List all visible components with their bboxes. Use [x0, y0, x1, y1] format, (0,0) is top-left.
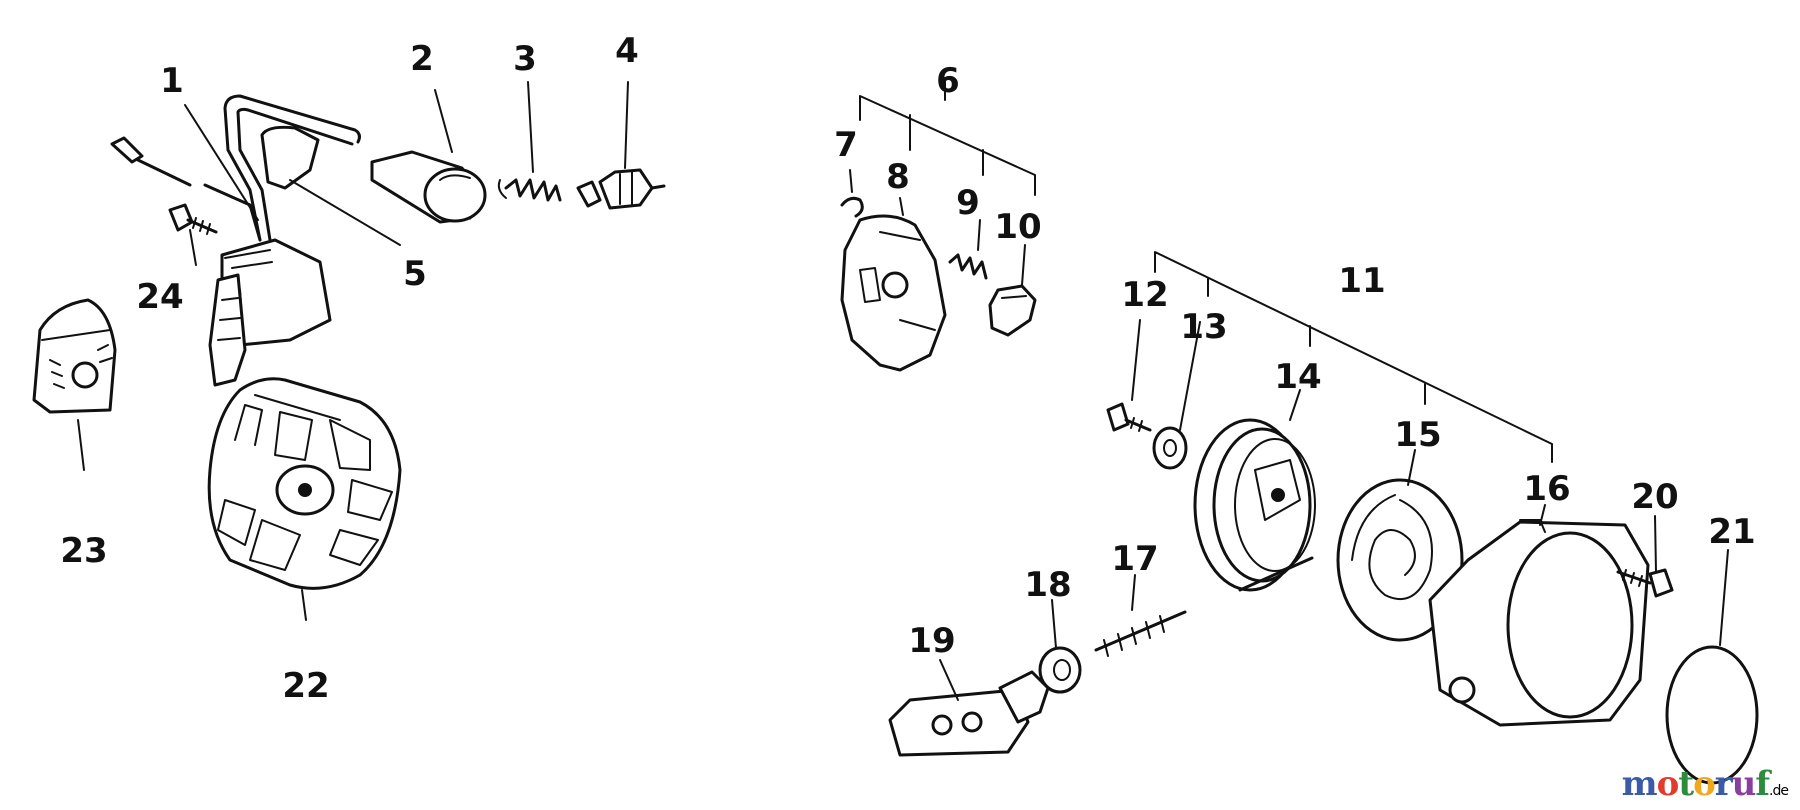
watermark-logo: motoruf.de — [1621, 764, 1789, 804]
callout-6: 6 — [936, 61, 960, 101]
watermark-letter: m — [1621, 764, 1658, 804]
callout-22: 22 — [282, 666, 329, 706]
starter-pawl — [988, 284, 1037, 337]
reel-pulley-14 — [1193, 418, 1316, 592]
callout-11: 11 — [1338, 261, 1385, 301]
callout-3: 3 — [513, 39, 537, 79]
rope-guide-18 — [1038, 646, 1082, 694]
starter-handle-19 — [888, 670, 1050, 757]
spark-plug — [576, 168, 666, 210]
ignition-lead-wire — [223, 94, 361, 242]
screw-12 — [1106, 402, 1152, 432]
watermark-letter: t — [1678, 764, 1694, 804]
callout-19: 19 — [908, 621, 955, 661]
leader-lines — [77, 77, 1729, 701]
watermark-letter: u — [1731, 764, 1757, 804]
watermark-letter: o — [1656, 764, 1680, 804]
watermark-suffix: .de — [1769, 783, 1789, 799]
callout-8: 8 — [886, 157, 910, 197]
bolt-20 — [1616, 568, 1674, 598]
callout-7: 7 — [834, 125, 858, 165]
callout-13: 13 — [1180, 307, 1227, 347]
watermark-letter: r — [1714, 764, 1733, 804]
starter-rope-17 — [1094, 556, 1314, 657]
callout-20: 20 — [1631, 477, 1678, 517]
washer-13 — [1152, 426, 1188, 470]
ground-wire — [110, 136, 262, 242]
callout-10: 10 — [994, 207, 1041, 247]
watermark-letter: f — [1755, 764, 1770, 804]
starter-housing-16 — [1428, 519, 1650, 727]
coil-spring — [497, 178, 562, 202]
coil-bolt — [168, 203, 218, 235]
callout-14: 14 — [1274, 357, 1321, 397]
watermark-letter: o — [1693, 764, 1716, 804]
clutch-shoe — [32, 298, 117, 414]
callout-9: 9 — [956, 183, 980, 223]
flywheel — [207, 377, 402, 590]
spark-plug-cap — [370, 150, 487, 224]
e-ring — [840, 196, 864, 218]
callout-17: 17 — [1111, 539, 1158, 579]
pawl-spring — [948, 253, 988, 280]
callout-18: 18 — [1024, 565, 1071, 605]
spark-plug-boot — [260, 125, 320, 190]
callout-15: 15 — [1394, 415, 1441, 455]
callout-5: 5 — [403, 254, 427, 294]
ignition-coil — [208, 238, 332, 387]
callout-16: 16 — [1523, 469, 1570, 509]
callout-21: 21 — [1708, 512, 1755, 552]
callout-2: 2 — [410, 39, 434, 79]
callout-4: 4 — [615, 31, 639, 71]
callout-23: 23 — [60, 531, 107, 571]
callout-1: 1 — [160, 61, 184, 101]
callout-numbers: 1 2 3 4 5 6 7 8 9 10 11 12 13 14 15 16 1… — [60, 31, 1755, 706]
o-ring-21 — [1665, 645, 1759, 785]
callout-24: 24 — [136, 277, 183, 317]
ratchet-plate — [840, 214, 947, 372]
callout-12: 12 — [1121, 275, 1168, 315]
